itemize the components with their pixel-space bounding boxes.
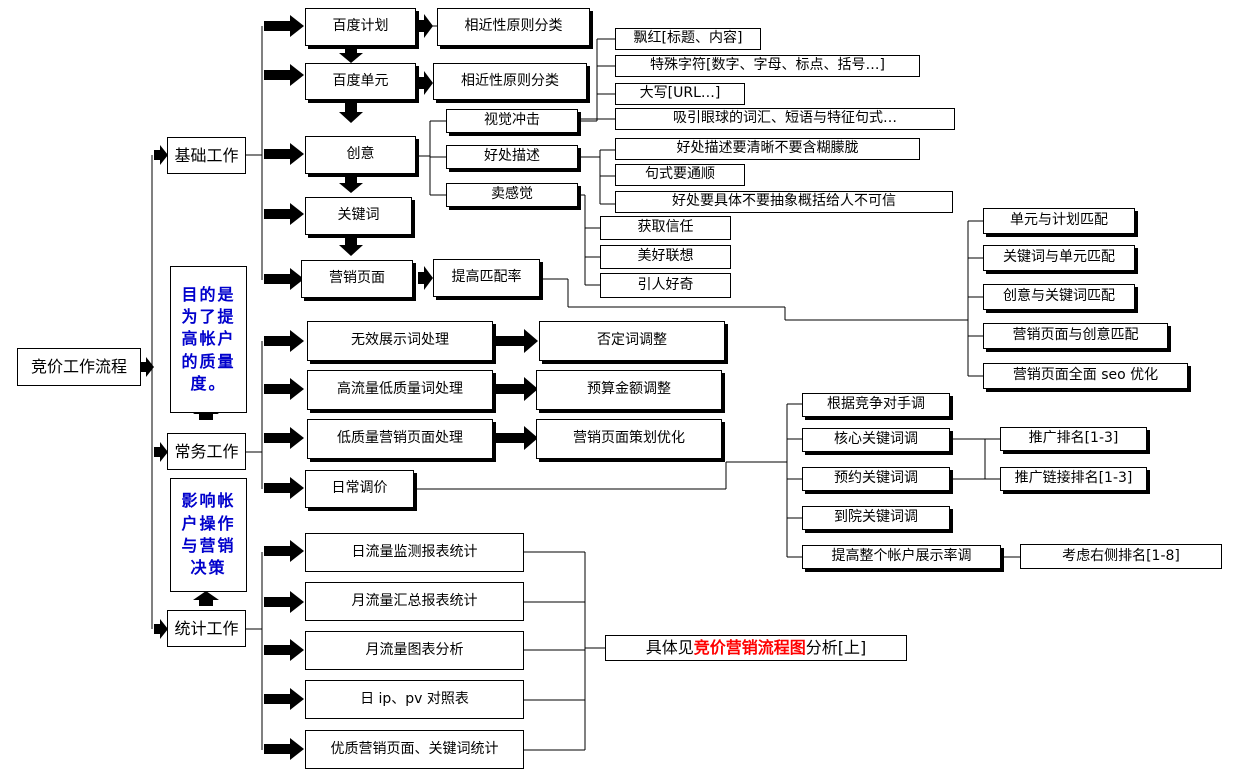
branch-routine: 常务工作 (167, 433, 246, 470)
match-item: 营销页面与创意匹配 (983, 323, 1168, 349)
routine-invalid: 无效展示词处理 (307, 321, 493, 361)
stats-ref-highlight: 竞价营销流程图 (693, 638, 806, 658)
feeling-item: 美好联想 (600, 245, 731, 269)
stats-item: 月流量图表分析 (305, 631, 524, 670)
branch-basic: 基础工作 (167, 137, 246, 174)
benefit-item: 好处描述要清晰不要含糊朦胧 (615, 138, 920, 160)
match-item: 关键词与单元匹配 (983, 245, 1135, 271)
bid-item: 提高整个帐户展示率调 (802, 545, 1001, 569)
routine-high-traffic: 高流量低质量词处理 (307, 370, 493, 410)
branch-stats: 统计工作 (167, 610, 246, 647)
visual-item: 大写[URL…] (615, 83, 745, 105)
chain-keyword: 关键词 (305, 197, 412, 235)
chain-creative: 创意 (305, 136, 416, 174)
bid-item: 核心关键词调 (802, 428, 950, 452)
creative-benefit: 好处描述 (446, 145, 578, 169)
chain-plan: 百度计划 (305, 8, 416, 46)
plan-classify: 相近性原则分类 (437, 8, 590, 46)
chain-unit: 百度单元 (305, 63, 416, 100)
creative-visual: 视觉冲击 (446, 109, 578, 133)
note-quality-goal: 目的是为了提高帐户的质量度。 (170, 266, 247, 413)
stats-item: 日 ip、pv 对照表 (305, 680, 524, 719)
benefit-item: 好处要具体不要抽象概括给人不可信 (615, 191, 953, 213)
routine-daily-bid: 日常调价 (305, 470, 414, 508)
routine-invalid-action: 否定词调整 (539, 321, 725, 361)
routine-low-quality-action: 营销页面策划优化 (536, 419, 722, 459)
stats-ref-suffix: 分析[上] (805, 638, 867, 658)
visual-item: 吸引眼球的词汇、短语与特征句式… (615, 108, 955, 130)
visual-item: 特殊字符[数字、字母、标点、括号…] (615, 55, 920, 77)
feeling-item: 获取信任 (600, 216, 731, 240)
routine-low-quality: 低质量营销页面处理 (307, 419, 493, 459)
bid-item: 预约关键词调 (802, 467, 950, 491)
stats-ref-prefix: 具体见 (645, 638, 694, 658)
feeling-item: 引人好奇 (600, 273, 731, 298)
visual-item: 飘红[标题、内容] (615, 28, 761, 50)
routine-high-traffic-action: 预算金额调整 (536, 370, 722, 410)
benefit-item: 句式要通顺 (615, 164, 745, 186)
creative-feeling: 卖感觉 (446, 183, 578, 207)
match-rate: 提高匹配率 (433, 259, 540, 297)
right-rank: 考虑右侧排名[1-8] (1020, 544, 1222, 569)
unit-classify: 相近性原则分类 (433, 63, 587, 100)
rank-item: 推广排名[1-3] (1000, 427, 1147, 451)
bid-item: 根据竞争对手调 (802, 393, 950, 417)
note-decision-impact: 影响帐户操作与营销决策 (170, 478, 247, 592)
stats-item: 月流量汇总报表统计 (305, 582, 524, 621)
rank-item: 推广链接排名[1-3] (1000, 467, 1147, 491)
match-item: 营销页面全面 seo 优化 (983, 363, 1188, 389)
stats-reference: 具体见竞价营销流程图分析[上] (605, 635, 907, 661)
match-item: 单元与计划匹配 (983, 208, 1135, 234)
stats-item: 优质营销页面、关键词统计 (305, 730, 524, 769)
chain-landing: 营销页面 (301, 260, 413, 298)
root-node: 竞价工作流程 (17, 348, 141, 386)
bid-item: 到院关键词调 (802, 506, 950, 530)
stats-item: 日流量监测报表统计 (305, 533, 524, 572)
match-item: 创意与关键词匹配 (983, 284, 1135, 310)
